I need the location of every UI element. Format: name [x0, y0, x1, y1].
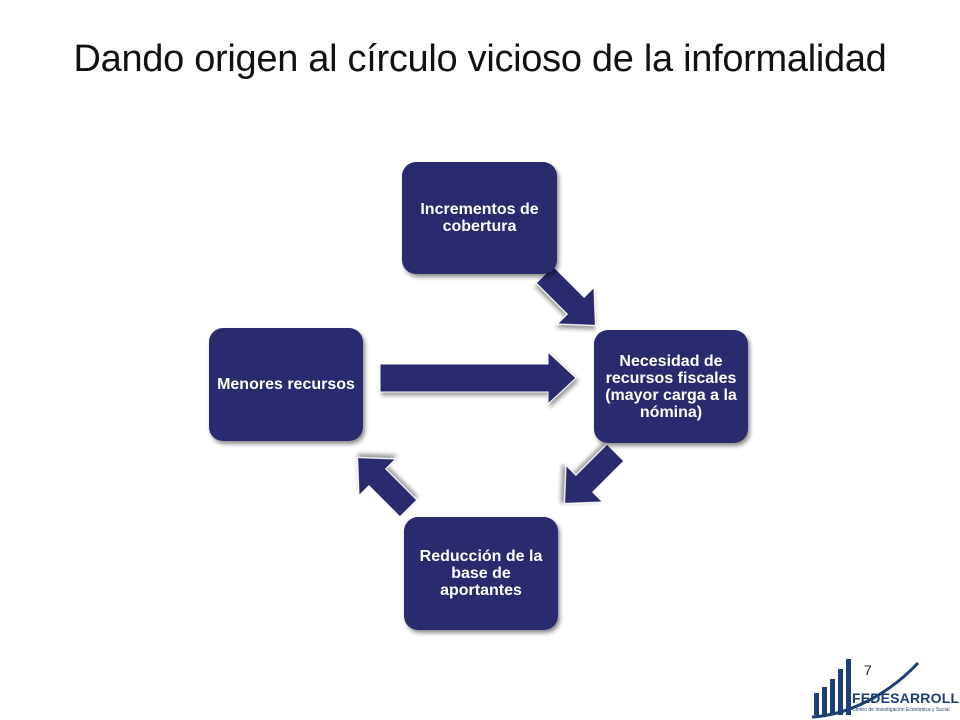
arrow-top-to-right: [535, 265, 596, 326]
node-reduccion-base-aportantes: Reducción de la base de aportantes: [404, 517, 558, 630]
node-incrementos-de-cobertura: Incrementos de cobertura: [402, 162, 557, 274]
page-number: 7: [864, 662, 872, 678]
node-label: Necesidad de recursos fiscales (mayor ca…: [605, 352, 737, 421]
logo-name: FEDESARROLLO: [852, 690, 960, 706]
node-menores-recursos: Menores recursos: [209, 328, 363, 441]
node-label: Menores recursos: [217, 376, 355, 393]
arrow-bottom-to-left: [357, 457, 418, 518]
node-label: Incrementos de cobertura: [420, 201, 539, 235]
arrow-right-to-bottom: [564, 443, 625, 504]
logo-subtitle: Centro de Investigación Económica y Soci…: [852, 707, 950, 713]
node-label: Reducción de la base de aportantes: [419, 548, 543, 599]
slide-title: Dando origen al círculo vicioso de la in…: [73, 38, 887, 80]
fedesarrollo-logo-icon: [811, 659, 920, 719]
node-necesidad-de-recursos: Necesidad de recursos fiscales (mayor ca…: [594, 330, 748, 443]
arrow-left-to-right: [379, 350, 577, 406]
